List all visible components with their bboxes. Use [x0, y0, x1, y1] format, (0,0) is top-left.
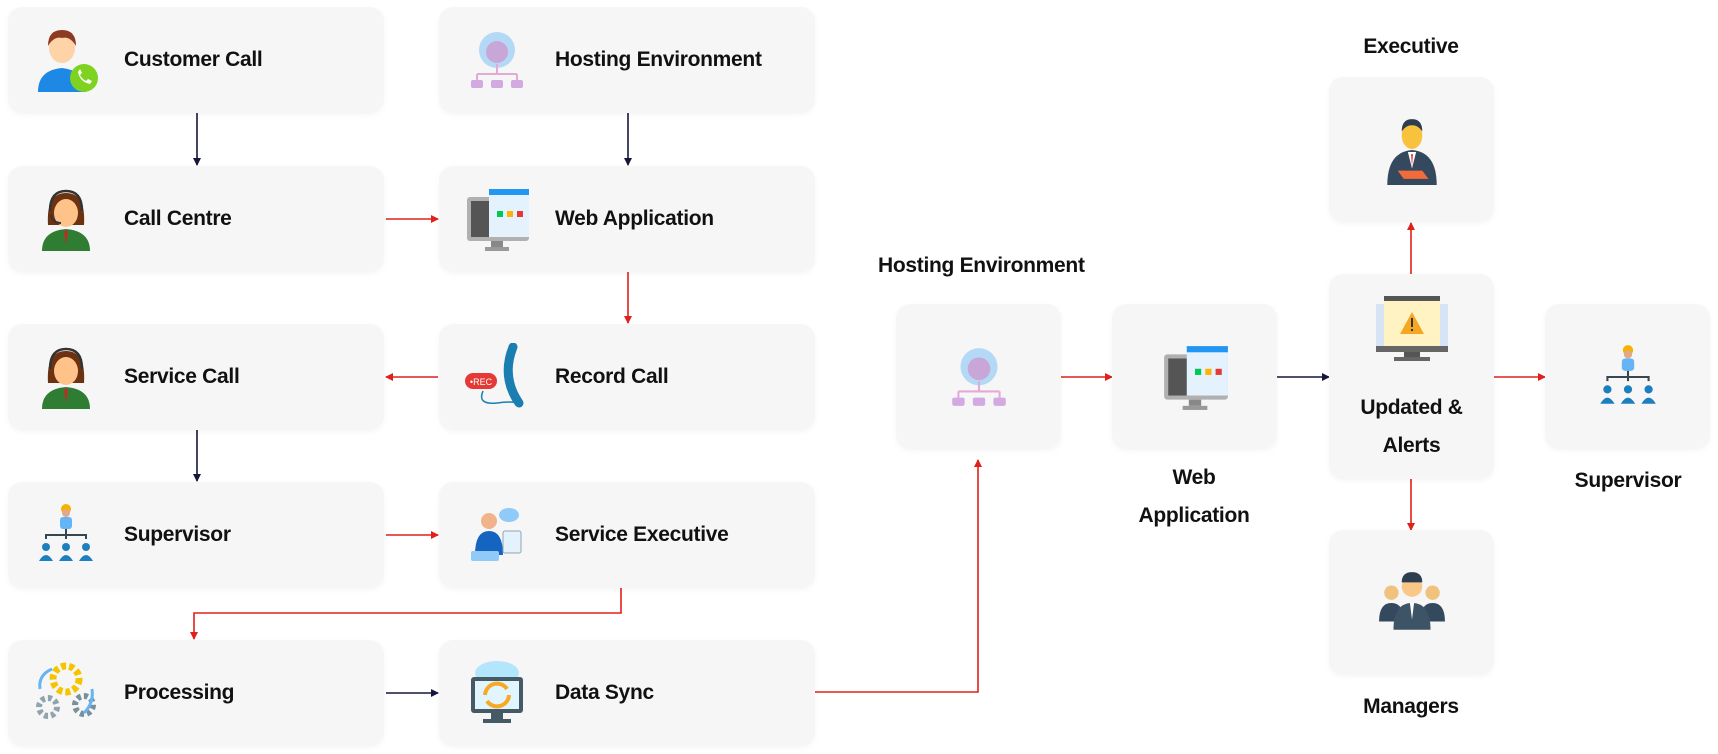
node-label: Web Application	[555, 207, 714, 230]
label-line: Application	[1138, 504, 1250, 527]
node-web-application-right	[1112, 304, 1277, 449]
label-line: Updated &	[1360, 396, 1463, 419]
web-app-monitor-icon	[467, 189, 529, 251]
node-label: Customer Call	[124, 48, 263, 71]
label-line: Web	[1172, 466, 1216, 489]
managers-group-icon	[1378, 571, 1445, 630]
node-label: Service Executive	[555, 523, 729, 546]
web-app-monitor-icon	[1163, 345, 1228, 410]
label-line: Alerts	[1382, 434, 1441, 457]
customer-phone-icon	[38, 30, 98, 92]
node-customer-call: Customer Call	[8, 7, 384, 113]
node-service-executive: Service Executive	[439, 482, 815, 588]
node-label: Data Sync	[555, 681, 654, 704]
node-record-call: •REC Record Call	[439, 324, 815, 430]
label-web-application: Web Application	[1114, 459, 1274, 535]
node-label: Call Centre	[124, 207, 232, 230]
node-updated-alerts: Updated & Alerts	[1329, 274, 1494, 479]
service-executive-icon	[471, 508, 522, 561]
node-supervisor: Supervisor	[8, 482, 384, 588]
cloud-network-icon	[951, 347, 1006, 406]
gears-processing-icon	[36, 662, 96, 719]
node-label: Processing	[124, 681, 235, 704]
supervisor-hierarchy-icon	[1599, 344, 1656, 404]
node-label: Service Call	[124, 365, 240, 388]
node-call-centre: Call Centre	[8, 166, 384, 272]
data-sync-icon	[471, 661, 523, 723]
node-processing: Processing	[8, 640, 384, 746]
node-data-sync: Data Sync	[439, 640, 815, 746]
arrow-datasync-to-hosting	[809, 459, 982, 693]
node-supervisor-right	[1545, 304, 1710, 449]
svg-text:•REC: •REC	[470, 377, 493, 387]
label-hosting-environment: Hosting Environment	[878, 254, 1085, 277]
call-agent-icon	[42, 347, 90, 409]
node-service-call: Service Call	[8, 324, 384, 430]
node-executive	[1329, 77, 1494, 222]
executive-icon	[1386, 118, 1437, 185]
label-supervisor: Supervisor	[1574, 469, 1682, 492]
record-phone-icon: •REC	[465, 343, 524, 408]
supervisor-hierarchy-icon	[39, 504, 93, 561]
node-label: Supervisor	[124, 523, 231, 546]
arrow-serviceexec-to-processing	[190, 587, 622, 640]
label-managers: Managers	[1363, 695, 1459, 718]
alert-monitor-icon	[1376, 296, 1448, 361]
node-hosting-environment: Hosting Environment	[439, 7, 815, 113]
label-updated-alerts: Updated & Alerts	[1329, 389, 1494, 465]
label-executive: Executive	[1363, 35, 1459, 58]
call-agent-icon	[42, 189, 90, 251]
node-label: Hosting Environment	[555, 48, 762, 71]
node-managers	[1329, 530, 1494, 675]
cloud-network-icon	[471, 32, 523, 88]
node-web-application: Web Application	[439, 166, 815, 272]
node-hosting-environment-right	[896, 304, 1061, 449]
node-label: Record Call	[555, 365, 669, 388]
